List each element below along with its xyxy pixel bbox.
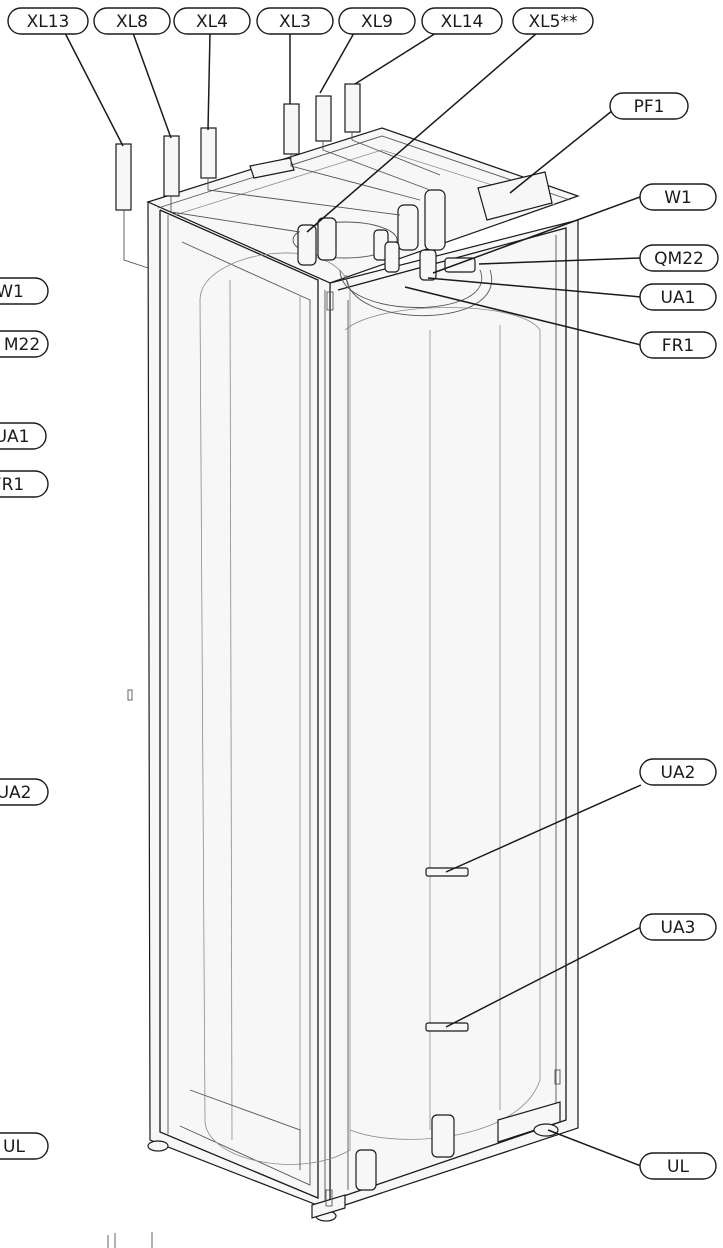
label-xl5-text: XL5** bbox=[529, 12, 578, 32]
label-fr1-right-text: FR1 bbox=[662, 336, 694, 356]
label-xl13-text: XL13 bbox=[27, 12, 70, 32]
label-ua2-right-text: UA2 bbox=[661, 763, 696, 783]
label-fr1-left: FR1 bbox=[0, 470, 49, 498]
label-ua2-left: UA2 bbox=[0, 778, 49, 806]
label-xl3-text: XL3 bbox=[279, 12, 311, 32]
cabinet-drawing bbox=[107, 83, 580, 1248]
cabinet-right-panel bbox=[329, 219, 579, 1211]
label-w1-right-text: W1 bbox=[664, 188, 692, 208]
label-xl9-text: XL9 bbox=[361, 12, 393, 32]
label-qm22-left-text: M22 bbox=[4, 335, 40, 355]
cabinet-feet bbox=[147, 1101, 561, 1222]
label-xl14: XL14 bbox=[421, 7, 503, 35]
label-ua1-right-text: UA1 bbox=[661, 288, 696, 308]
label-pf1: PF1 bbox=[609, 92, 689, 120]
label-xl13: XL13 bbox=[7, 7, 89, 35]
label-qm22-right: QM22 bbox=[639, 244, 719, 272]
pf1-plate bbox=[477, 171, 553, 221]
leader-lines bbox=[64, 32, 642, 1167]
label-w1-left: W1 bbox=[0, 277, 49, 305]
label-ul-left: UL bbox=[0, 1132, 49, 1160]
label-qm22-left: M22 bbox=[0, 330, 49, 358]
label-ul-right-text: UL bbox=[667, 1157, 689, 1177]
label-ua2-right: UA2 bbox=[639, 758, 717, 786]
pipes bbox=[115, 83, 441, 269]
label-xl5: XL5** bbox=[512, 7, 594, 35]
label-ua1-left: UA1 bbox=[0, 422, 47, 450]
label-w1-right: W1 bbox=[639, 183, 717, 211]
label-qm22-right-text: QM22 bbox=[654, 249, 704, 269]
label-w1-left-text: W1 bbox=[0, 282, 24, 302]
top-fittings bbox=[292, 189, 493, 317]
label-xl3: XL3 bbox=[256, 7, 334, 35]
label-xl8: XL8 bbox=[93, 7, 171, 35]
label-xl9: XL9 bbox=[338, 7, 416, 35]
label-xl14-text: XL14 bbox=[441, 12, 484, 32]
label-pf1-text: PF1 bbox=[634, 97, 665, 117]
label-fr1-right: FR1 bbox=[639, 331, 717, 359]
label-ua1-right: UA1 bbox=[639, 283, 717, 311]
cabinet-front-panel bbox=[147, 201, 331, 1211]
label-ua3-right: UA3 bbox=[639, 913, 717, 941]
label-ua2-left-text: UA2 bbox=[0, 783, 31, 803]
label-ua3-right-text: UA3 bbox=[661, 918, 696, 938]
label-fr1-left-text: FR1 bbox=[0, 475, 24, 495]
label-ul-left-text: UL bbox=[3, 1137, 25, 1157]
label-xl4: XL4 bbox=[173, 7, 251, 35]
label-xl8-text: XL8 bbox=[116, 12, 148, 32]
label-ua1-left-text: UA1 bbox=[0, 427, 29, 447]
tank-right-part bbox=[344, 307, 541, 1140]
label-xl4-text: XL4 bbox=[196, 12, 228, 32]
label-ul-right: UL bbox=[639, 1152, 717, 1180]
